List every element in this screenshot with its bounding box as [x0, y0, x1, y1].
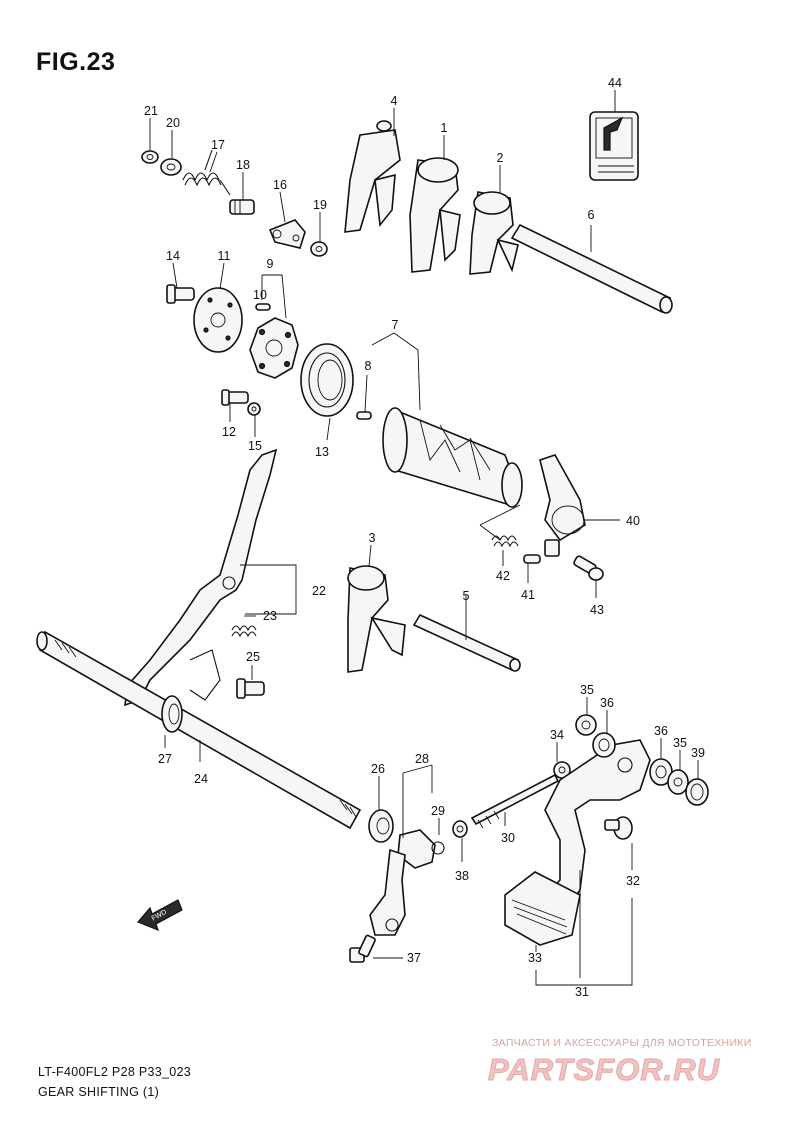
callout-20: 20 — [166, 116, 180, 130]
callout-30: 30 — [501, 831, 515, 845]
part-37-bolt — [349, 934, 376, 963]
callout-8: 8 — [365, 359, 372, 373]
callout-34: 34 — [550, 728, 564, 742]
part-5-shaft — [412, 613, 521, 672]
callout-18: 18 — [236, 158, 250, 172]
fwd-arrow-icon: FWD — [136, 899, 183, 932]
callout-7: 7 — [392, 318, 399, 332]
part-32-bolt — [604, 816, 633, 840]
callout-26: 26 — [371, 762, 385, 776]
callout-31: 31 — [575, 985, 589, 999]
callout-36b: 36 — [654, 724, 668, 738]
callout-16: 16 — [273, 178, 287, 192]
part-16-plate — [268, 219, 306, 249]
part-19-washer — [310, 241, 328, 257]
part-30-rod — [470, 773, 560, 829]
part-26-seal — [368, 809, 394, 843]
part-1-fork — [409, 157, 461, 273]
part-40-stopper — [539, 454, 586, 557]
callout-22: 22 — [312, 584, 326, 598]
part-4-fork — [344, 120, 401, 233]
part-23-spring — [231, 625, 257, 638]
callout-11: 11 — [218, 249, 231, 263]
callout-13: 13 — [315, 445, 329, 459]
part-10-pin — [255, 303, 271, 311]
callout-12: 12 — [222, 425, 236, 439]
callout-41: 41 — [521, 588, 535, 602]
callout-37: 37 — [407, 951, 421, 965]
part-13-bearing — [300, 343, 354, 417]
callout-44: 44 — [608, 76, 622, 90]
leader-lines — [149, 90, 699, 986]
callout-3: 3 — [369, 531, 376, 545]
part-18-bolt — [229, 199, 255, 215]
part-27-seal — [161, 695, 183, 733]
part-28-lever — [369, 848, 406, 936]
callout-numbers: 21 20 17 18 16 19 4 1 2 6 44 14 11 9 10 … — [144, 76, 705, 999]
callout-19: 19 — [313, 198, 327, 212]
part-25-bolt — [236, 678, 265, 699]
figure-title: FIG.23 — [36, 48, 116, 76]
part-15-washer — [247, 402, 261, 416]
part-3-fork — [347, 565, 406, 673]
watermark-logo: PARTSFOR.RU — [487, 1052, 721, 1088]
callout-40: 40 — [626, 514, 640, 528]
callout-1: 1 — [441, 121, 448, 135]
callout-36a: 36 — [600, 696, 614, 710]
callout-43: 43 — [590, 603, 604, 617]
part-12-bolt — [221, 389, 249, 406]
callout-32: 32 — [626, 874, 640, 888]
part-14-bolt — [166, 284, 195, 304]
callout-25: 25 — [246, 650, 260, 664]
part-35-washer-b — [667, 769, 689, 795]
callout-10: 10 — [253, 288, 267, 302]
callout-23: 23 — [263, 609, 277, 623]
part-38-nut — [452, 820, 468, 838]
part-9-cam — [249, 317, 299, 379]
callout-38: 38 — [455, 869, 469, 883]
part-33-footrest — [504, 871, 581, 946]
callout-35b: 35 — [673, 736, 687, 750]
callout-27: 27 — [158, 752, 172, 766]
watermark-tagline: ЗАПЧАСТИ И АКСЕССУАРЫ ДЛЯ МОТОТЕХНИКИ — [492, 1037, 752, 1049]
part-21-nut — [141, 150, 159, 164]
part-2-fork — [469, 191, 519, 275]
part-7-drum — [382, 407, 523, 508]
part-36-seal-a — [592, 732, 616, 758]
diagram-caption: GEAR SHIFTING (1) — [38, 1085, 160, 1099]
part-8-pin — [356, 411, 372, 420]
part-43-bolt — [573, 555, 604, 581]
callout-14: 14 — [166, 249, 180, 263]
callout-2: 2 — [497, 151, 504, 165]
callout-9: 9 — [267, 257, 274, 271]
callout-24: 24 — [194, 772, 208, 786]
part-17-spring — [182, 149, 231, 196]
part-35-washer-a — [575, 714, 597, 736]
callout-35a: 35 — [580, 683, 594, 697]
part-11-plate — [193, 287, 243, 353]
part-39-circlip — [685, 778, 709, 806]
callout-29: 29 — [431, 804, 445, 818]
part-20-washer — [160, 158, 182, 176]
callout-15: 15 — [248, 439, 262, 453]
part-42-spring — [491, 535, 519, 548]
part-41-pin — [523, 554, 541, 564]
callout-39: 39 — [691, 746, 705, 760]
callout-17: 17 — [211, 138, 225, 152]
part-22-shift-arm — [124, 448, 278, 707]
callout-5: 5 — [463, 589, 470, 603]
part-6-shaft — [510, 223, 673, 314]
callout-4: 4 — [391, 94, 398, 108]
part-44-label — [589, 111, 639, 181]
callout-42: 42 — [496, 569, 510, 583]
callout-33: 33 — [528, 951, 542, 965]
diagram-code: LT-F400FL2 P28 P33_023 — [38, 1065, 191, 1079]
callout-21: 21 — [144, 104, 158, 118]
callout-6: 6 — [588, 208, 595, 222]
part-24-shaft — [36, 630, 362, 830]
callout-28: 28 — [415, 752, 429, 766]
